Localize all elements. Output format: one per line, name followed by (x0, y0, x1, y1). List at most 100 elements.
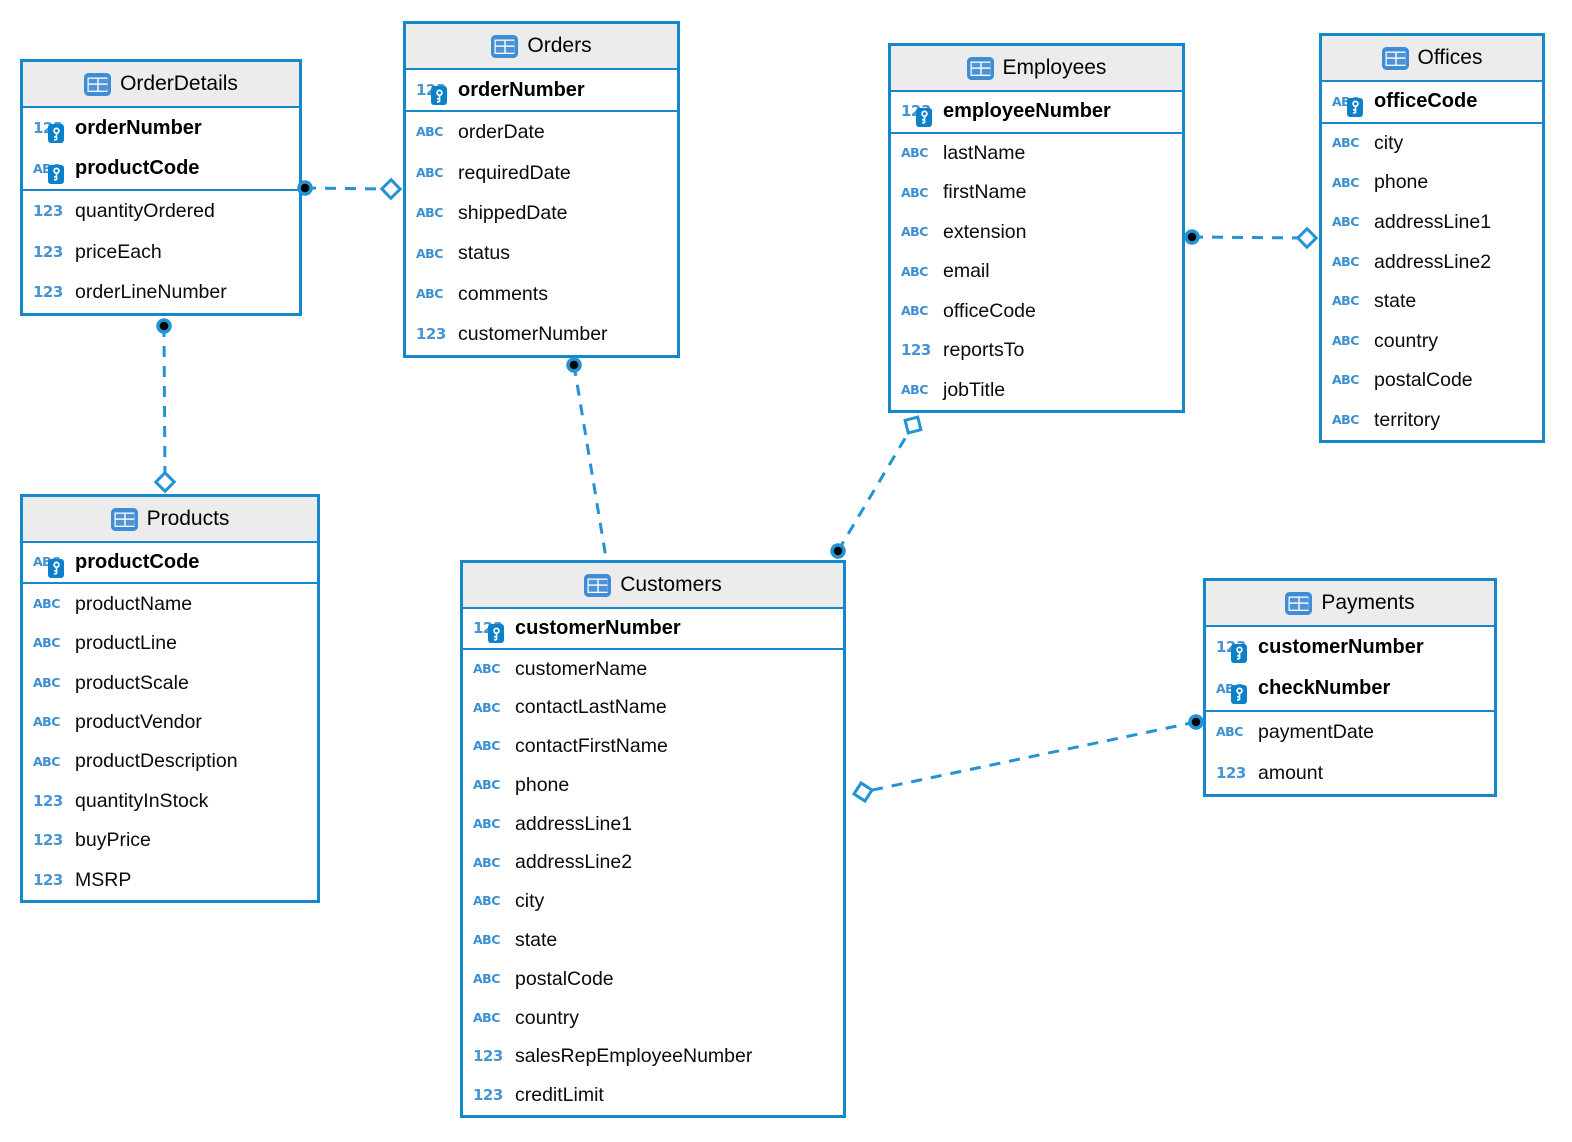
primary-key-icon (488, 624, 504, 644)
connection-customers-payments[interactable] (851, 714, 1204, 804)
pk-field-row[interactable]: 123orderNumber (406, 70, 677, 110)
pk-field-row[interactable]: 123orderNumber (23, 108, 299, 149)
text-type-icon: ABC (1332, 293, 1359, 309)
field-type-wrap: ABC (473, 650, 515, 689)
connection-line[interactable] (304, 186, 392, 191)
table-payments[interactable]: Payments123customerNumberABCcheckNumberA… (1203, 578, 1497, 797)
table-orderdetails[interactable]: OrderDetails123orderNumberABCproductCode… (20, 59, 302, 316)
table-header[interactable]: Customers (463, 563, 843, 609)
connection-line[interactable] (572, 364, 608, 559)
table-header[interactable]: OrderDetails (23, 62, 299, 108)
field-name: addressLine1 (1374, 210, 1492, 233)
field-name: productCode (75, 157, 200, 180)
field-type-wrap: ABC (33, 742, 75, 781)
connection-line[interactable] (162, 325, 167, 483)
table-icon (1381, 46, 1409, 70)
connection-employees-customers[interactable] (830, 415, 923, 559)
table-header[interactable]: Offices (1322, 36, 1542, 82)
field-type-wrap: ABC (416, 274, 458, 314)
text-type-icon: ABC (33, 714, 60, 730)
table-customers[interactable]: Customers123customerNumberABCcustomerNam… (460, 560, 846, 1118)
field-name: phone (515, 773, 570, 796)
table-employees[interactable]: Employees123employeeNumberABClastNameABC… (888, 43, 1185, 413)
pk-field-row[interactable]: 123employeeNumber (891, 92, 1182, 132)
connection-employees-offices[interactable] (1184, 226, 1319, 250)
field-name: productLine (75, 632, 177, 655)
numeric-type-icon: 123 (901, 341, 931, 360)
connection-orderdetails-products[interactable] (153, 318, 177, 494)
table-header[interactable]: Payments (1206, 581, 1494, 627)
numeric-type-icon: 123 (416, 325, 446, 344)
connection-line[interactable] (862, 720, 1197, 794)
table-header[interactable]: Employees (891, 46, 1182, 92)
table-header[interactable]: Orders (406, 24, 677, 70)
text-type-icon: ABC (473, 893, 500, 909)
table-orders[interactable]: Orders123orderNumberABCorderDateABCrequi… (403, 21, 680, 358)
connection-orderdetails-orders[interactable] (297, 177, 403, 201)
field-name: country (1374, 329, 1438, 352)
table-header[interactable]: Products (23, 497, 317, 543)
connection-line[interactable] (1191, 235, 1308, 240)
connection-line[interactable] (836, 424, 915, 552)
pk-section: 123orderNumber (406, 70, 677, 113)
connection-orders-customers[interactable] (566, 357, 608, 559)
field-type-wrap: ABC (1332, 282, 1374, 322)
